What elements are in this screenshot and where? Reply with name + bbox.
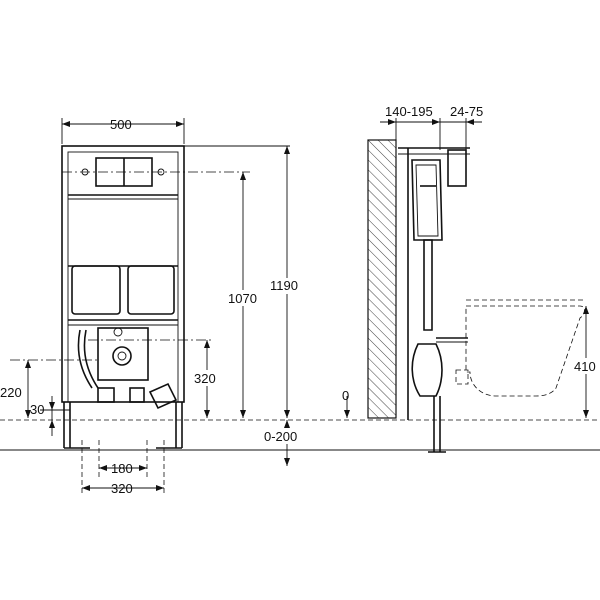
wall-section	[367, 139, 397, 419]
flush-pipe-side	[423, 239, 433, 331]
frame-inner-outline	[67, 151, 179, 403]
drain-pipe-inner-icon	[117, 351, 127, 361]
cistern-right-block	[127, 265, 175, 315]
bowl-outlet	[455, 369, 469, 385]
dim-floor-range: 0-200	[264, 429, 297, 444]
drain-bend-side	[411, 343, 443, 397]
cistern-left-block	[71, 265, 121, 315]
cistern-side	[411, 159, 443, 241]
waste-elbow	[148, 382, 178, 410]
dim-floor-zero: 0	[342, 388, 349, 403]
dim-bowl-height: 410	[574, 359, 596, 374]
flush-pipe-left	[77, 329, 93, 389]
side-dimensions: 140-195 24-75 0 410	[342, 104, 600, 418]
floor-lines	[0, 419, 600, 451]
toilet-bowl-outline	[465, 305, 585, 397]
dim-wall-gap: 140-195	[385, 104, 433, 119]
dim-frame-width: 500	[110, 117, 132, 132]
drain-assembly-box	[97, 327, 149, 381]
side-view	[367, 139, 585, 453]
dim-left-220: 220	[0, 385, 22, 400]
foot-bracket-right	[129, 387, 145, 403]
dim-bottom-320: 320	[111, 481, 133, 496]
foot-bracket-left	[97, 387, 115, 403]
dim-cistern-depth: 24-75	[450, 104, 483, 119]
front-dimensions: 500 1070 1190 320 220 30	[0, 117, 308, 496]
dim-drain-height: 320	[194, 371, 216, 386]
cistern-side-inner	[415, 164, 439, 237]
water-inlet-icon	[113, 327, 123, 337]
dim-left-30: 30	[30, 402, 44, 417]
dim-bottom-180: 180	[111, 461, 133, 476]
dim-frame-height: 1190	[270, 278, 298, 293]
drain-pipe-icon	[112, 346, 132, 366]
flush-button-housing	[447, 149, 467, 187]
front-view	[10, 145, 290, 449]
dim-mount-height: 1070	[228, 291, 257, 306]
